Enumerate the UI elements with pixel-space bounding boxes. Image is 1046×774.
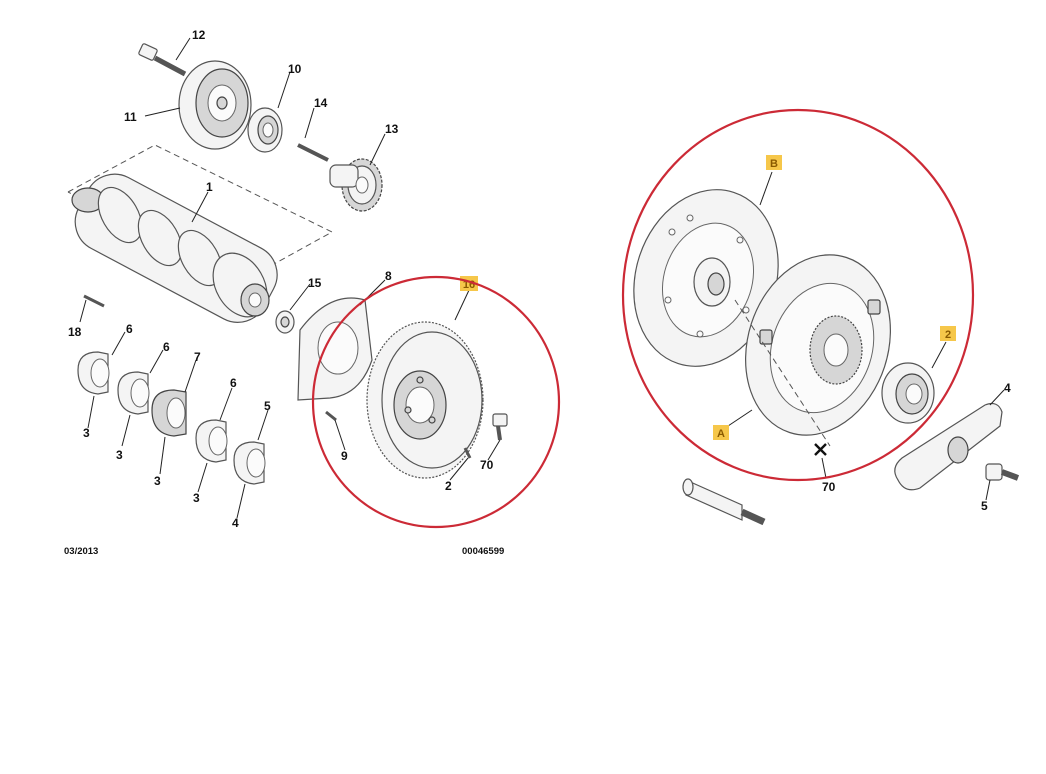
callout-8: 8 bbox=[385, 269, 392, 283]
cross-mark-b bbox=[814, 443, 827, 456]
footer-date: 03/2013 bbox=[64, 546, 98, 557]
tag-B-label: B bbox=[770, 158, 778, 170]
callout-11: 11 bbox=[124, 110, 137, 124]
release-bearing bbox=[881, 362, 935, 424]
bearing-shell-5 bbox=[233, 441, 266, 485]
callout-5b: 5 bbox=[981, 499, 988, 513]
rear-cover-plate bbox=[297, 297, 373, 401]
highlight-circle-flywheel bbox=[311, 275, 561, 529]
callout-15: 15 bbox=[308, 276, 322, 290]
callout-3a: 3 bbox=[83, 426, 90, 440]
fork-pivot bbox=[985, 463, 1020, 481]
callout-13: 13 bbox=[385, 122, 399, 136]
tag-B: B bbox=[766, 155, 782, 170]
crank-pulley bbox=[178, 60, 252, 150]
callout-1: 1 bbox=[206, 180, 213, 194]
crankshaft bbox=[71, 173, 278, 323]
tag-2: 2 bbox=[940, 326, 956, 341]
callout-14: 14 bbox=[314, 96, 328, 110]
bearing-shell-6a bbox=[77, 351, 110, 395]
callout-70a: 70 bbox=[480, 458, 494, 472]
callout-10: 10 bbox=[288, 62, 302, 76]
leader-lines-right bbox=[727, 171, 1005, 501]
dowel-pin bbox=[83, 294, 105, 308]
flywheel-bolt-70 bbox=[492, 413, 508, 441]
callout-4b: 4 bbox=[1004, 381, 1011, 395]
callout-12: 12 bbox=[192, 28, 206, 42]
footer-ref: 00046599 bbox=[462, 546, 504, 557]
callout-18: 18 bbox=[68, 325, 82, 339]
tag-A: A bbox=[713, 425, 729, 440]
leader-lines-left bbox=[79, 37, 501, 519]
callout-4a: 4 bbox=[232, 516, 239, 530]
callout-3b: 3 bbox=[116, 448, 123, 462]
pressure-plate bbox=[745, 254, 891, 436]
callout-2a: 2 bbox=[445, 479, 452, 493]
flywheel bbox=[366, 321, 484, 479]
callout-5a: 5 bbox=[264, 399, 271, 413]
callout-6c: 6 bbox=[230, 376, 237, 390]
timing-sprocket bbox=[329, 158, 383, 212]
callout-70b: 70 bbox=[822, 480, 836, 494]
bearing-shell-6c bbox=[195, 419, 228, 463]
callout-3d: 3 bbox=[193, 491, 200, 505]
alignment-tool bbox=[682, 478, 766, 526]
oil-seal bbox=[247, 107, 283, 153]
dowel-2 bbox=[463, 447, 472, 459]
callout-9: 9 bbox=[341, 449, 348, 463]
assembly-axis bbox=[734, 299, 831, 447]
woodruff-key bbox=[297, 143, 329, 162]
spigot-bush bbox=[275, 310, 295, 334]
thrust-bearing-7 bbox=[151, 389, 187, 437]
release-fork bbox=[894, 402, 1003, 491]
tag-2-label: 2 bbox=[945, 329, 951, 341]
bearing-shell-6b bbox=[117, 371, 150, 415]
flywheel-bolt bbox=[325, 410, 337, 422]
clutch-disc bbox=[633, 189, 779, 367]
tag-A-label: A bbox=[717, 428, 725, 440]
callout-3c: 3 bbox=[154, 474, 161, 488]
callout-6a: 6 bbox=[126, 322, 133, 336]
pulley-bolt bbox=[138, 43, 187, 77]
callout-7: 7 bbox=[194, 350, 201, 364]
callout-6b: 6 bbox=[163, 340, 170, 354]
highlight-circle-clutch-kit bbox=[621, 108, 975, 482]
